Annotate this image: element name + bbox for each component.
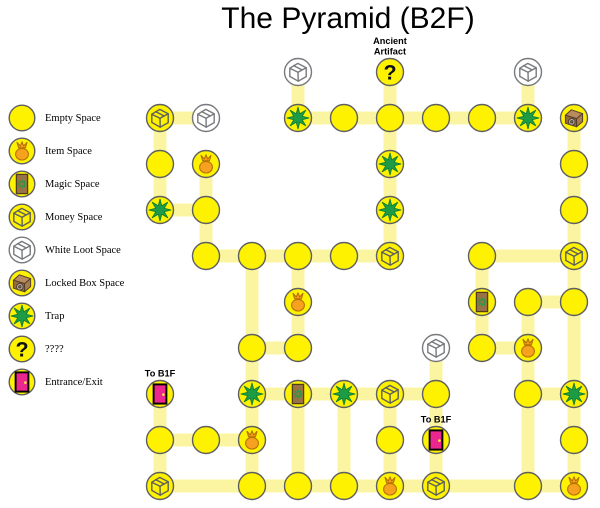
legend-label: Entrance/Exit (45, 376, 103, 388)
legend-row-entrance-exit: Entrance/Exit (8, 368, 158, 396)
map-node-empty (513, 471, 543, 501)
map-node-empty (191, 425, 221, 455)
empty-space-icon (8, 104, 36, 132)
map-node-money (421, 471, 451, 501)
map-node-magic (283, 379, 313, 409)
map-node-trap (237, 379, 267, 409)
map-node-empty (329, 103, 359, 133)
svg-text:?: ? (15, 338, 28, 362)
map-node-trap (329, 379, 359, 409)
map-node-money (375, 241, 405, 271)
map-node-empty (513, 287, 543, 317)
map-label: To B1F (421, 415, 452, 425)
legend-label: Empty Space (45, 112, 101, 124)
map-node-trap (145, 195, 175, 225)
map-node-item (283, 287, 313, 317)
map-node-empty (145, 425, 175, 455)
map-node-empty (467, 103, 497, 133)
legend-row-trap: Trap (8, 302, 158, 330)
map-node-empty (191, 195, 221, 225)
map-node-empty (329, 471, 359, 501)
legend-label: White Loot Space (45, 244, 121, 256)
map-node-entrance (421, 425, 451, 455)
legend-label: Locked Box Space (45, 277, 125, 289)
map-label: Ancient (373, 36, 407, 46)
map-node-empty (559, 287, 589, 317)
map-node-empty (237, 241, 267, 271)
map-node-trap (559, 379, 589, 409)
locked-box-space-icon (8, 269, 36, 297)
map-node-empty (421, 103, 451, 133)
map-node-empty (375, 425, 405, 455)
legend-label: Money Space (45, 211, 103, 223)
map-node-white-loot (283, 57, 313, 87)
map-node-entrance (145, 379, 175, 409)
map-node-empty (467, 241, 497, 271)
map-node-magic (467, 287, 497, 317)
magic-space-icon (8, 170, 36, 198)
question-icon: ? (8, 335, 36, 363)
entrance-exit-icon (8, 368, 36, 396)
map-node-item (191, 149, 221, 179)
map-node-empty (283, 241, 313, 271)
map-node-empty (559, 195, 589, 225)
map-node-white-loot (191, 103, 221, 133)
map-node-money (145, 103, 175, 133)
map-node-trap (513, 103, 543, 133)
legend-row-white-loot-space: White Loot Space (8, 236, 158, 264)
map-node-empty (421, 379, 451, 409)
legend-label: Trap (45, 310, 65, 322)
map-node-item (559, 471, 589, 501)
page-title: The Pyramid (B2F) (221, 2, 475, 35)
map-node-trap (283, 103, 313, 133)
legend-row-item-space: Item Space (8, 137, 158, 165)
map-node-money (559, 241, 589, 271)
white-loot-space-icon (8, 236, 36, 264)
map-node-empty (467, 333, 497, 363)
map-node-empty (145, 149, 175, 179)
legend-row-magic-space: Magic Space (8, 170, 158, 198)
map-node-trap (375, 195, 405, 225)
legend-row-money-space: Money Space (8, 203, 158, 231)
map-node-trap (375, 149, 405, 179)
map-node-item (237, 425, 267, 455)
map-node-white-loot (421, 333, 451, 363)
legend-row-question: ? ???? (8, 335, 158, 363)
map-node-item (375, 471, 405, 501)
legend-row-locked-box-space: Locked Box Space (8, 269, 158, 297)
map-node-white-loot (513, 57, 543, 87)
map-node-money (145, 471, 175, 501)
legend-label: Item Space (45, 145, 92, 157)
map-node-empty (237, 471, 267, 501)
map-node-empty (559, 425, 589, 455)
map-label: Artifact (374, 47, 406, 57)
map-node-locked-box (559, 103, 589, 133)
map-node-empty (375, 103, 405, 133)
svg-text:?: ? (383, 61, 396, 85)
map-node-question: ? (375, 57, 405, 87)
legend-label: Magic Space (45, 178, 100, 190)
map-node-money (375, 379, 405, 409)
map-node-empty (191, 241, 221, 271)
map-node-empty (559, 149, 589, 179)
legend-row-empty-space: Empty Space (8, 104, 158, 132)
map-node-empty (329, 241, 359, 271)
map-node-empty (283, 333, 313, 363)
map-node-empty (513, 379, 543, 409)
map-node-empty (237, 333, 267, 363)
map-node-empty (283, 471, 313, 501)
item-space-icon (8, 137, 36, 165)
legend: Empty Space Item Space Magic Space Money… (8, 104, 158, 401)
trap-icon (8, 302, 36, 330)
money-space-icon (8, 203, 36, 231)
map-label: To B1F (145, 369, 176, 379)
legend-label: ???? (45, 343, 64, 355)
map-node-item (513, 333, 543, 363)
